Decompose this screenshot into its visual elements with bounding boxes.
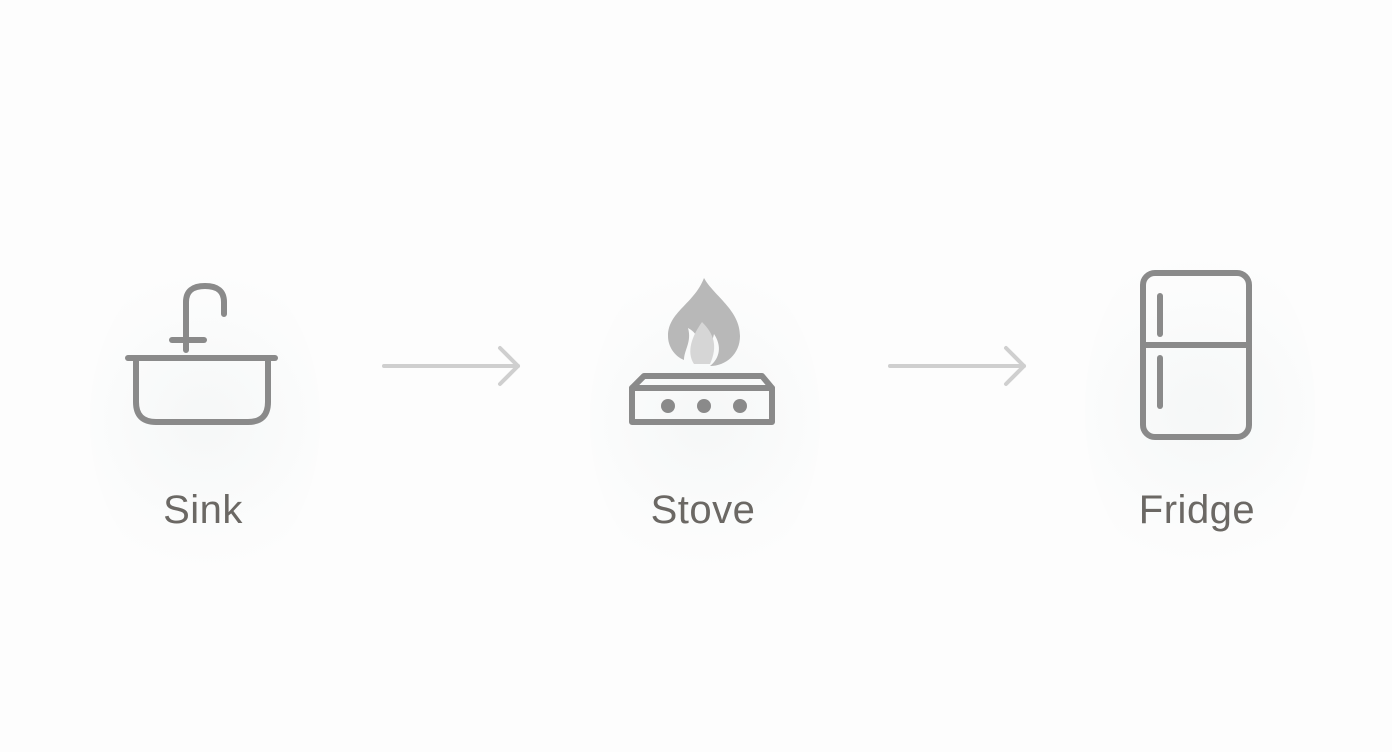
arrow-right-icon	[382, 346, 520, 386]
arrow-right-icon	[888, 346, 1026, 386]
flame-icon	[668, 278, 740, 366]
stove-label: Stove	[650, 488, 756, 532]
sink-label: Sink	[163, 488, 243, 532]
fridge-label: Fridge	[1138, 488, 1256, 532]
fridge-halo	[1085, 235, 1315, 585]
fridge-icon	[1140, 270, 1252, 440]
sink-icon	[125, 283, 278, 425]
stove-icon	[629, 278, 775, 425]
